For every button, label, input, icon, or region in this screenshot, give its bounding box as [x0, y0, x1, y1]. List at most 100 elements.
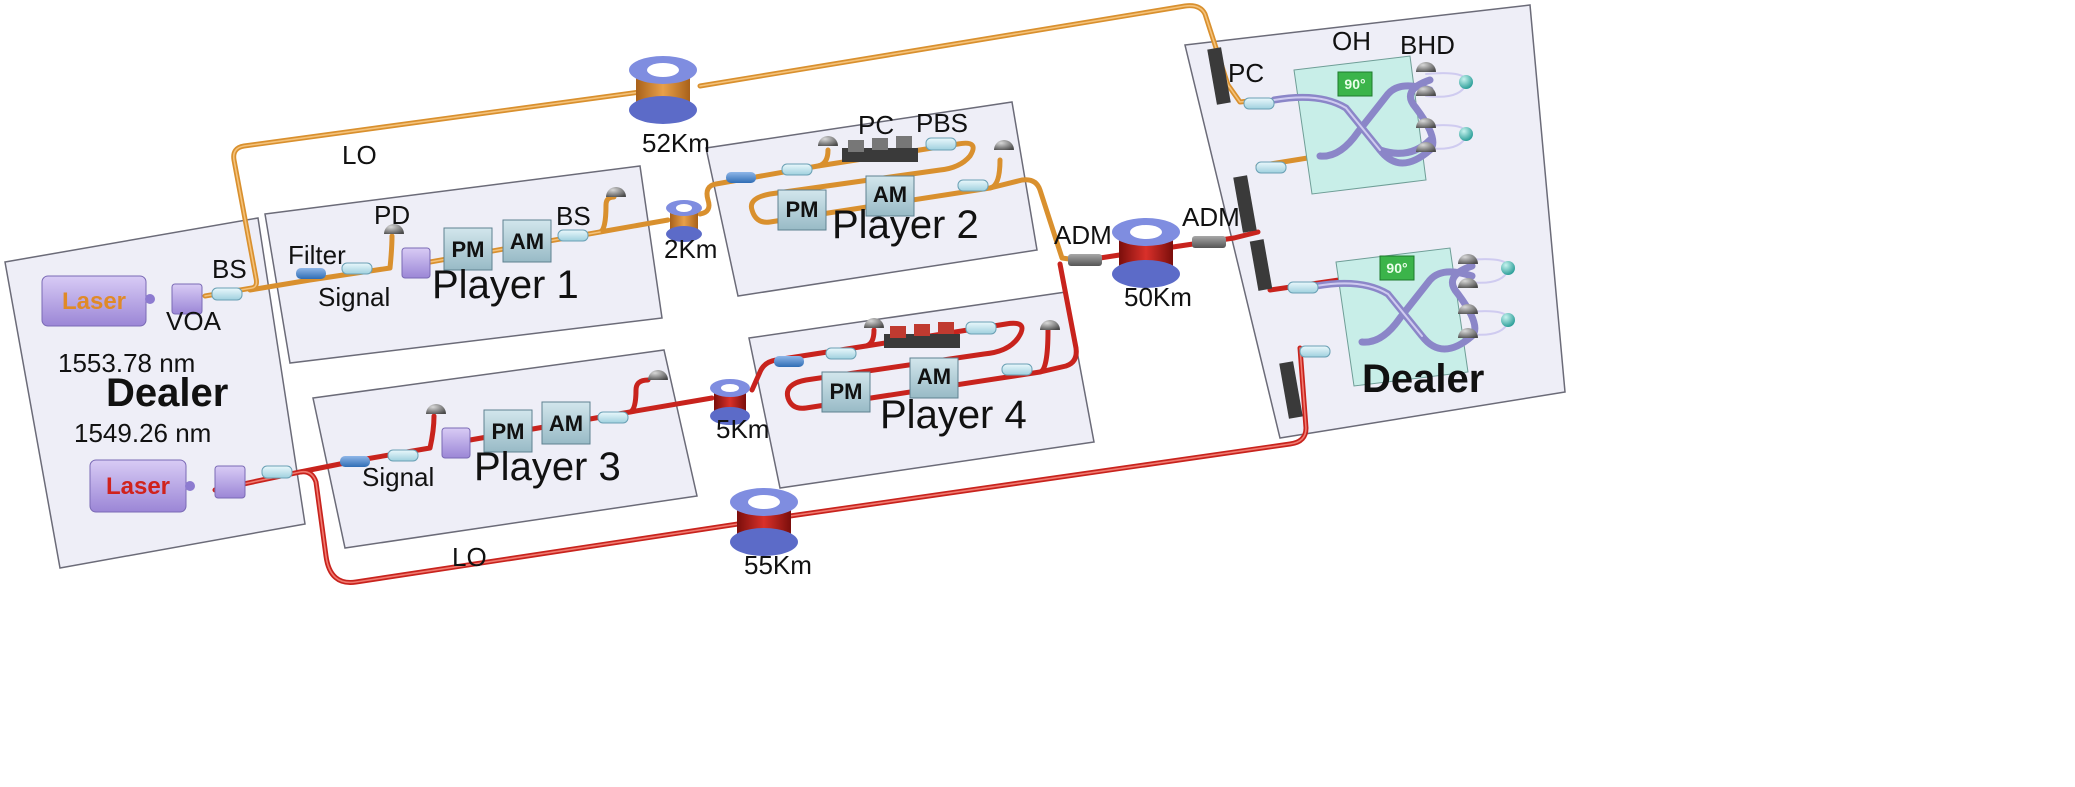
svg-text:90°: 90° — [1386, 260, 1407, 276]
player4-title: Player 4 — [880, 393, 1027, 437]
player1-signal-coupler — [341, 262, 373, 275]
dealer-bs-coupler — [211, 287, 243, 301]
player2-pc-label: PC — [858, 110, 894, 140]
laser-top: Laser — [41, 275, 147, 327]
svg-text:Laser: Laser — [62, 288, 126, 315]
dealer-bs-bottom-coupler — [261, 465, 293, 479]
spool-5km — [710, 379, 750, 425]
player1-am-box: AM — [502, 219, 552, 263]
player2-out-detector — [994, 140, 1014, 150]
svg-text:AM: AM — [510, 229, 544, 254]
dealer-right-pc-2 — [1233, 175, 1257, 233]
player2-out-coupler — [957, 179, 989, 192]
player2-input-coupler — [781, 163, 813, 176]
laser-bottom-port — [185, 481, 195, 491]
player1-pd-detector — [384, 224, 404, 234]
adm-right-component — [1192, 236, 1226, 248]
dealer-right-pc-label: PC — [1228, 58, 1264, 88]
player3-signal-label: Signal — [362, 462, 434, 492]
dealer-right-pc-3 — [1249, 239, 1273, 291]
hybrid-bottom-chip: 90° — [1379, 255, 1415, 281]
adm-left-label: ADM — [1054, 220, 1112, 250]
player2-filter — [726, 172, 756, 183]
player3-am-box: AM — [541, 401, 591, 445]
adm-left-component — [1068, 254, 1102, 266]
player4-pc-controller — [884, 322, 960, 348]
pd-label: PD — [374, 200, 410, 230]
spool-5km-label: 5Km — [716, 414, 769, 444]
spool-52km — [629, 56, 697, 124]
spool-2km — [666, 200, 702, 242]
spool-50km-label: 50Km — [1124, 282, 1192, 312]
player3-source-box — [441, 427, 471, 459]
svg-text:PM: PM — [786, 197, 819, 222]
spool-55km — [730, 488, 798, 556]
player4-filter — [774, 356, 804, 367]
player4-pm-box: PM — [821, 371, 871, 413]
spool-50km — [1112, 218, 1180, 288]
player2-am-box: AM — [865, 175, 915, 217]
laser-top-port — [145, 294, 155, 304]
svg-text:Laser: Laser — [106, 473, 170, 500]
dealer-right-coupler-2 — [1255, 161, 1287, 174]
dealer-right-pc-1 — [1207, 47, 1231, 105]
player2-pbs-label: PBS — [916, 108, 968, 138]
filter-label: Filter — [288, 240, 346, 270]
player3-bs-coupler — [597, 411, 629, 424]
player1-bs-label: BS — [556, 201, 591, 231]
player3-pm-box: PM — [483, 409, 533, 453]
svg-text:AM: AM — [549, 411, 583, 436]
dealer-bs-label: BS — [212, 254, 247, 284]
bhd-detectors — [1416, 62, 1515, 338]
laser-bottom: Laser — [89, 459, 187, 513]
spool-52km-label: 52Km — [642, 128, 710, 158]
player4-am-box: AM — [909, 357, 959, 399]
filter-component — [296, 268, 326, 279]
spool-55km-label: 55Km — [744, 550, 812, 580]
player1-tap-detector — [606, 187, 626, 197]
player1-title: Player 1 — [432, 263, 579, 307]
bhd-label: BHD — [1400, 30, 1455, 60]
player2-pm-box: PM — [777, 189, 827, 231]
wavelength-bottom: 1549.26 nm — [74, 418, 211, 448]
dealer-right-title: Dealer — [1362, 357, 1484, 401]
player2-tap-detector — [818, 136, 838, 146]
dealer-right-coupler-3 — [1287, 281, 1319, 294]
svg-text:90°: 90° — [1344, 76, 1365, 92]
dealer-right-coupler-4 — [1299, 345, 1331, 358]
player3-signal-coupler — [387, 449, 419, 462]
voa-label: VOA — [166, 306, 222, 336]
dealer-right-coupler-1 — [1243, 97, 1275, 110]
player4-input-coupler — [825, 347, 857, 360]
lo-top-label: LO — [342, 140, 377, 170]
player3-pd-detector — [426, 404, 446, 414]
oh-label: OH — [1332, 26, 1371, 56]
svg-text:PM: PM — [452, 237, 485, 262]
spool-2km-label: 2Km — [664, 234, 717, 264]
voa-bottom-box — [214, 465, 246, 499]
player1-pm-box: PM — [443, 227, 493, 271]
player2-pbs — [925, 137, 957, 151]
player4-pbs — [965, 321, 997, 335]
player3-title: Player 3 — [474, 445, 621, 489]
dealer-left-title: Dealer — [106, 371, 228, 415]
adm-right-label: ADM — [1182, 202, 1240, 232]
hybrid-bottom-paths — [1312, 262, 1479, 353]
player4-out-coupler — [1001, 363, 1033, 376]
svg-text:AM: AM — [873, 182, 907, 207]
player1-source-box — [401, 247, 431, 279]
voa-box — [171, 283, 203, 315]
svg-text:PM: PM — [492, 419, 525, 444]
hybrid-top-chip: 90° — [1337, 71, 1373, 97]
player1-bs-coupler — [557, 229, 589, 242]
dealer-right-pc-4 — [1279, 361, 1303, 419]
wavelength-top: 1553.78 nm — [58, 348, 195, 378]
player4-tap-detector — [864, 318, 884, 328]
player2-pc-controller — [842, 136, 918, 162]
svg-text:PM: PM — [830, 379, 863, 404]
lo-bottom-label: LO — [452, 542, 487, 572]
player3-tap-detector — [648, 370, 668, 380]
player2-title: Player 2 — [832, 203, 979, 247]
svg-text:AM: AM — [917, 364, 951, 389]
